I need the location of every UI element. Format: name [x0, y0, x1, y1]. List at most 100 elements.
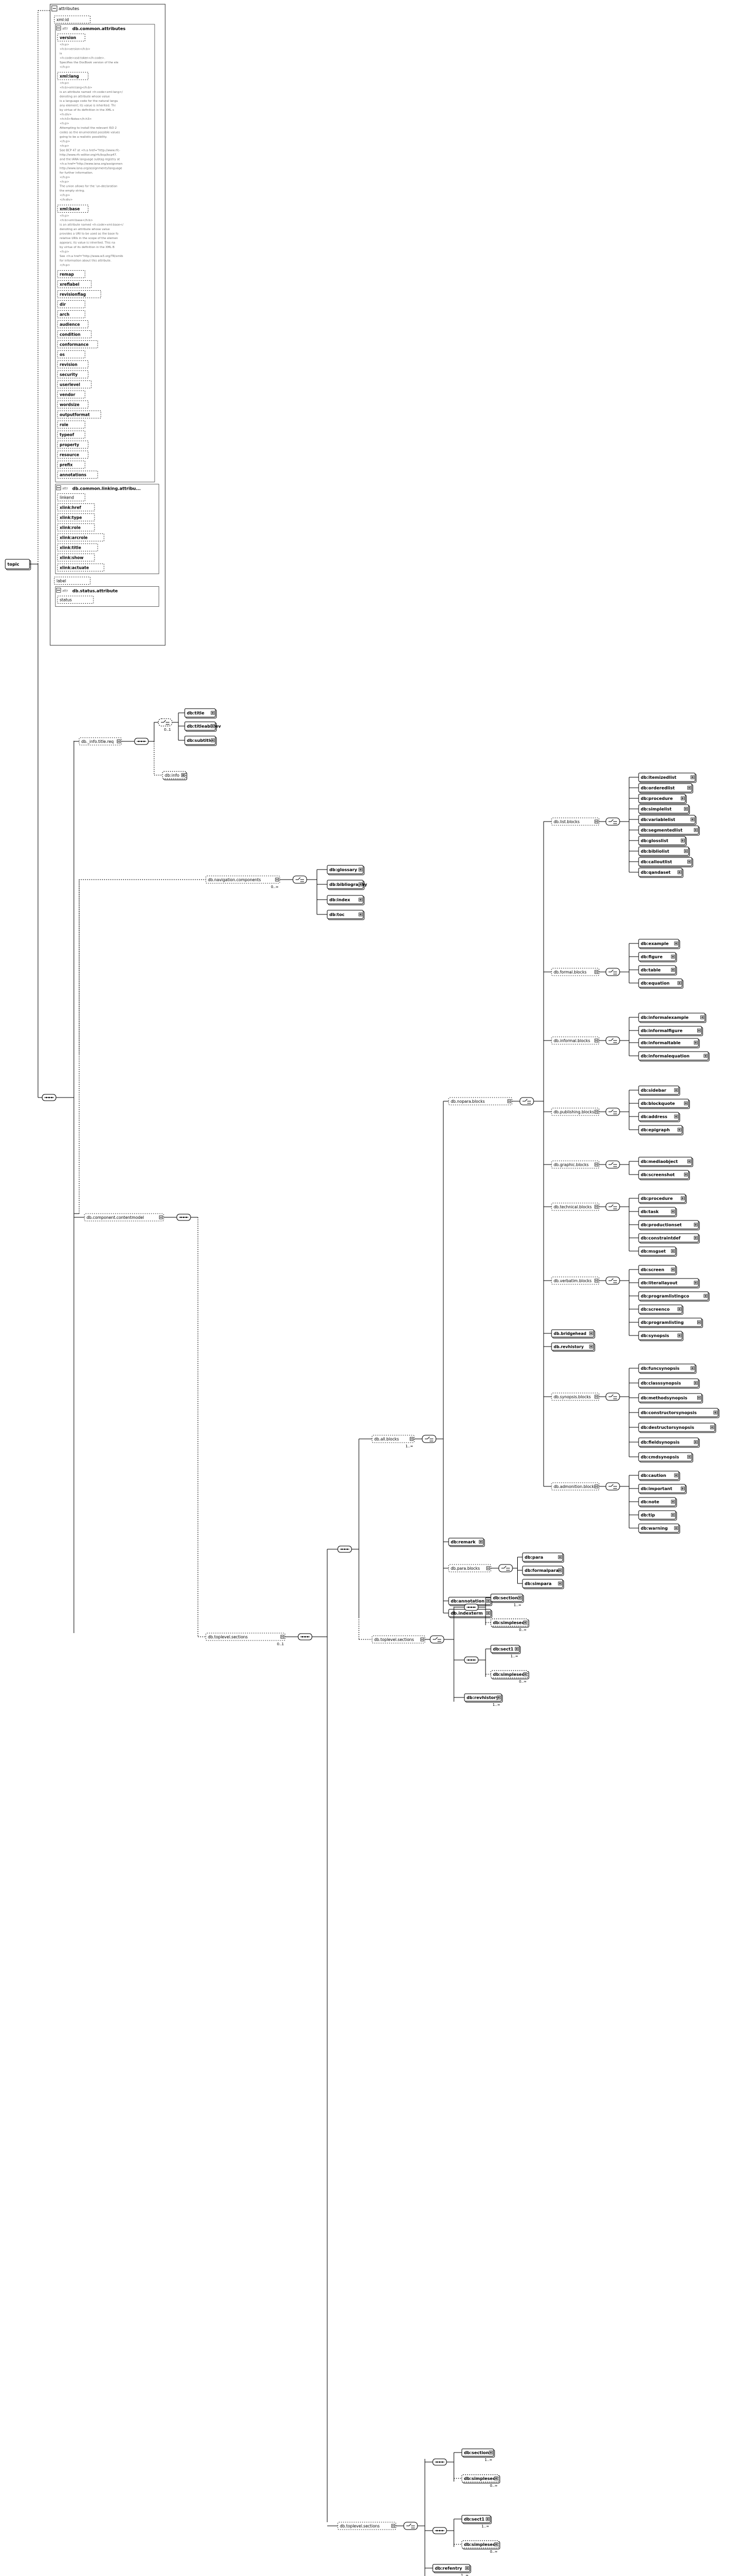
group-navigation-components[interactable]: db.navigation.components — [205, 875, 280, 884]
choice-compositor[interactable] — [498, 1564, 513, 1572]
element-db-msgset[interactable]: db:msgset — [638, 1246, 677, 1257]
root-element-topic[interactable]: topic — [5, 559, 31, 570]
attribute-vendor[interactable]: vendor — [57, 390, 86, 398]
choice-compositor[interactable] — [605, 1160, 620, 1169]
element-db-screenco[interactable]: db:screenco — [638, 1304, 683, 1315]
element-db-itemizedlist[interactable]: db:itemizedlist — [638, 772, 697, 783]
element-db-cmdsynopsis[interactable]: db:cmdsynopsis — [638, 1452, 694, 1463]
element-db-figure[interactable]: db:figure — [638, 952, 677, 962]
group-db-bridgehead[interactable]: db.bridgehead — [551, 1329, 595, 1339]
group-component-contentmodel[interactable]: db.component.contentmodel — [84, 1213, 164, 1222]
attribute-prefix[interactable]: prefix — [57, 461, 86, 469]
element-db-informalequation[interactable]: db:informalequation — [638, 1051, 710, 1062]
attribute-status[interactable]: status — [57, 596, 94, 604]
element-db-screenshot[interactable]: db:screenshot — [638, 1170, 690, 1180]
group-db-publishing-blocks[interactable]: db.publishing.blocks — [551, 1108, 600, 1116]
group-db-admonition-blocks[interactable]: db.admonition.blocks — [551, 1482, 600, 1491]
element-db-screen[interactable]: db:screen — [638, 1265, 677, 1275]
element-db-para[interactable]: db:para — [522, 1552, 564, 1563]
choice-compositor[interactable] — [605, 1108, 620, 1116]
choice-compositor[interactable] — [403, 2522, 418, 2530]
attribute-wordsize[interactable]: wordsize — [57, 400, 89, 408]
element-db-informalfigure[interactable]: db:informalfigure — [638, 1026, 703, 1036]
element-db-segmentedlist[interactable]: db:segmentedlist — [638, 825, 700, 836]
element-db-glosslist[interactable]: db:glosslist — [638, 836, 687, 846]
element-db-classsynopsis[interactable]: db:classsynopsis — [638, 1378, 700, 1389]
attribute-arch[interactable]: arch — [57, 310, 86, 318]
element-db-title[interactable]: db:title — [184, 708, 217, 719]
element-db-destructorsynopsis[interactable]: db:destructorsynopsis — [638, 1423, 716, 1433]
attribute-property[interactable]: property — [57, 441, 89, 449]
choice-compositor[interactable] — [605, 1276, 620, 1285]
attribute-remap[interactable]: remap — [57, 270, 86, 278]
element-db-info[interactable]: db:info — [162, 771, 187, 780]
choice-compositor[interactable] — [605, 1036, 620, 1045]
element-db-caution[interactable]: db:caution — [638, 1471, 680, 1481]
element-db-bibliography[interactable]: db:bibliography — [327, 880, 367, 890]
group-db-graphic-blocks[interactable]: db.graphic.blocks — [551, 1160, 600, 1169]
attribute-xlink-type[interactable]: xlink:type — [57, 513, 95, 521]
attribute-revisionflag[interactable]: revisionflag — [57, 290, 101, 298]
element-db-sect1[interactable]: db:sect1 — [490, 1645, 521, 1654]
group-para-blocks[interactable]: db.para.blocks — [448, 1564, 491, 1572]
element-db-warning[interactable]: db:warning — [638, 1523, 680, 1534]
attribute-xlink-title[interactable]: xlink:title — [57, 543, 98, 551]
element-db-index[interactable]: db:index — [327, 895, 365, 905]
element-db-annotation[interactable]: db:annotation — [448, 1597, 492, 1606]
attribute-conformance[interactable]: conformance — [57, 340, 98, 348]
group-nopara-blocks[interactable]: db.nopara.blocks — [448, 1097, 512, 1105]
element-db-simplelist[interactable]: db:simplelist — [638, 804, 690, 815]
attribute-audience[interactable]: audience — [57, 320, 89, 328]
choice-compositor[interactable] — [422, 1435, 436, 1443]
attribute-xlink-show[interactable]: xlink:show — [57, 554, 95, 561]
attribute-outputformat[interactable]: outputformat — [57, 411, 101, 418]
element-db-constraintdef[interactable]: db:constraintdef — [638, 1233, 700, 1244]
element-db-methodsynopsis[interactable]: db:methodsynopsis — [638, 1393, 703, 1404]
group-toplevel-sections-inner[interactable]: db.toplevel.sections — [372, 1635, 425, 1644]
attribute-xreflabel[interactable]: xreflabel — [57, 280, 92, 288]
element-db-titleabbrev[interactable]: db:titleabbrev — [184, 721, 221, 732]
element-db-mediaobject[interactable]: db:mediaobject — [638, 1157, 694, 1167]
element-db-productionset[interactable]: db:productionset — [638, 1220, 700, 1230]
choice-compositor[interactable] — [605, 1482, 620, 1491]
element-db-qandaset[interactable]: db:qandaset — [638, 867, 683, 878]
element-db-remark[interactable]: db:remark — [448, 1538, 485, 1547]
group-db-verbatim-blocks[interactable]: db.verbatim.blocks — [551, 1276, 600, 1285]
element-db-programlistingco[interactable]: db:programlistingco — [638, 1291, 710, 1302]
attribute-typeof[interactable]: typeof — [57, 431, 86, 438]
element-db-important[interactable]: db:important — [638, 1484, 687, 1494]
element-db-glossary[interactable]: db:glossary — [327, 865, 365, 875]
group-all-blocks[interactable]: db.all.blocks — [372, 1435, 415, 1443]
element-db-constructorsynopsis[interactable]: db:constructorsynopsis — [638, 1408, 719, 1418]
element-db-section[interactable]: db:section — [461, 2448, 495, 2458]
element-db-revhistory[interactable]: db:revhistory — [464, 1693, 503, 1703]
element-db-blockquote[interactable]: db:blockquote — [638, 1099, 690, 1109]
group-db-synopsis-blocks[interactable]: db.synopsis.blocks — [551, 1392, 600, 1401]
choice-compositor[interactable] — [605, 817, 620, 826]
choice-compositor[interactable] — [519, 1097, 534, 1105]
group-db-list-blocks[interactable]: db.list.blocks — [551, 817, 600, 826]
attribute-revision[interactable]: revision — [57, 360, 89, 368]
attribute-os[interactable]: os — [57, 350, 86, 358]
group-toplevel-sections-optional[interactable]: db.toplevel.sections — [205, 1633, 286, 1641]
element-db-sect1[interactable]: db:sect1 — [461, 2515, 492, 2524]
element-db-simplesect[interactable]: db:simplesect — [490, 1670, 529, 1680]
element-db-task[interactable]: db:task — [638, 1207, 677, 1217]
attribute-condition[interactable]: condition — [57, 330, 92, 338]
choice-compositor[interactable] — [605, 1392, 620, 1401]
element-db-tip[interactable]: db:tip — [638, 1510, 677, 1521]
attribute-xml-id[interactable]: xml:id — [54, 15, 91, 24]
element-db-procedure[interactable]: db:procedure — [638, 794, 687, 804]
element-db-equation[interactable]: db:equation — [638, 978, 683, 989]
element-db-simpara[interactable]: db:simpara — [522, 1579, 564, 1589]
group-db-formal-blocks[interactable]: db.formal.blocks — [551, 968, 600, 976]
element-db-subtitle[interactable]: db:subtitle — [184, 736, 217, 746]
attribute-xlink-role[interactable]: xlink:role — [57, 523, 95, 531]
element-db-fieldsynopsis[interactable]: db:fieldsynopsis — [638, 1437, 700, 1448]
element-db-toc[interactable]: db:toc — [327, 910, 365, 920]
attribute-security[interactable]: security — [57, 370, 89, 378]
element-db-informaltable[interactable]: db:informaltable — [638, 1038, 700, 1048]
element-db-epigraph[interactable]: db:epigraph — [638, 1125, 683, 1136]
attribute-version[interactable]: version — [57, 33, 86, 42]
element-db-address[interactable]: db:address — [638, 1112, 680, 1122]
